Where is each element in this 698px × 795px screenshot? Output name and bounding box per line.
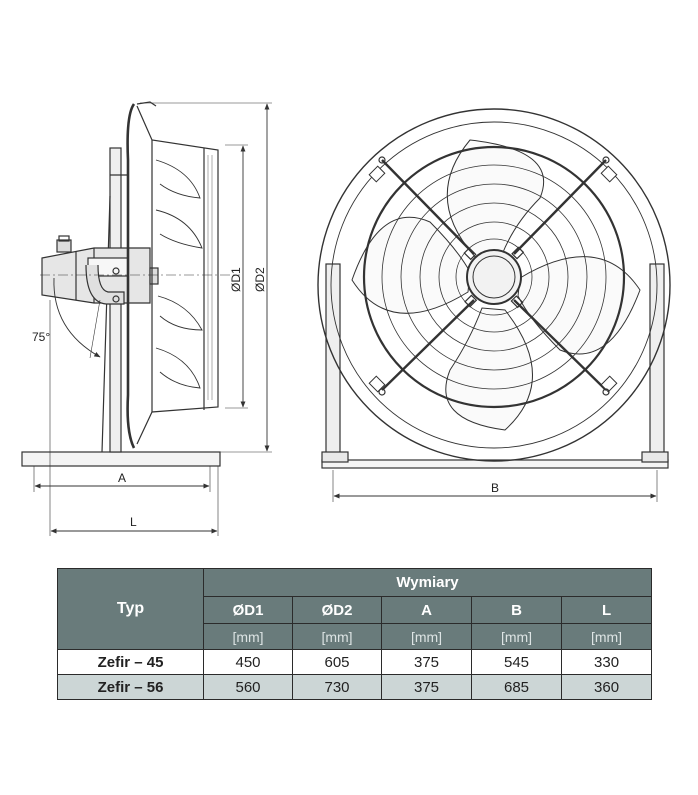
- angle-arc: [53, 277, 101, 358]
- typ-header: Typ: [57, 568, 204, 650]
- terminal-box: [56, 239, 72, 253]
- unit-cell: [mm]: [381, 623, 472, 650]
- col-header-a: A: [381, 596, 472, 624]
- table-cell: 360: [560, 674, 653, 700]
- technical-drawing: 75° ØD1 ØD2 A L: [21, 101, 671, 536]
- front-base-plate: [321, 459, 669, 469]
- table-cell: 605: [292, 649, 382, 675]
- group-header: Wymiary: [202, 568, 653, 597]
- col-header-d2: ØD2: [292, 596, 382, 624]
- front-guard-ring: [362, 145, 626, 409]
- table-cell: 730: [292, 674, 382, 700]
- side-guard-frame: [126, 103, 136, 449]
- col-header-d1: ØD1: [203, 596, 293, 624]
- row-name: Zefir – 45: [57, 649, 204, 675]
- dimensions-table: Typ Wymiary ØD1 ØD2 A B L [mm] [mm] [mm]…: [57, 568, 653, 700]
- table-cell: 560: [203, 674, 293, 700]
- d2-label: ØD2: [253, 267, 267, 292]
- b-label: B: [491, 481, 499, 495]
- col-header-b: B: [471, 596, 562, 624]
- table-row: Zefir – 56 560 730 375 685 360: [57, 674, 653, 700]
- col-header-l: L: [560, 596, 653, 624]
- front-hub: [466, 249, 522, 305]
- front-view: [317, 108, 671, 502]
- table-cell: 450: [203, 649, 293, 675]
- side-base-plate: [21, 451, 221, 467]
- side-casing: [136, 105, 219, 445]
- unit-cell: [mm]: [292, 623, 382, 650]
- table-cell: 685: [471, 674, 562, 700]
- unit-cell: [mm]: [203, 623, 293, 650]
- d1-label: ØD1: [229, 267, 243, 292]
- unit-cell: [mm]: [560, 623, 653, 650]
- a-label: A: [118, 471, 126, 485]
- unit-cell: [mm]: [471, 623, 562, 650]
- table-cell: 545: [471, 649, 562, 675]
- angle-label: 75°: [32, 330, 50, 344]
- row-name: Zefir – 56: [57, 674, 204, 700]
- front-outer-casing: [317, 108, 671, 462]
- side-view: [21, 101, 272, 536]
- table-cell: 330: [560, 649, 653, 675]
- table-row: Zefir – 45 450 605 375 545 330: [57, 649, 653, 675]
- table-cell: 375: [381, 674, 472, 700]
- table-cell: 375: [381, 649, 472, 675]
- l-label: L: [130, 515, 137, 529]
